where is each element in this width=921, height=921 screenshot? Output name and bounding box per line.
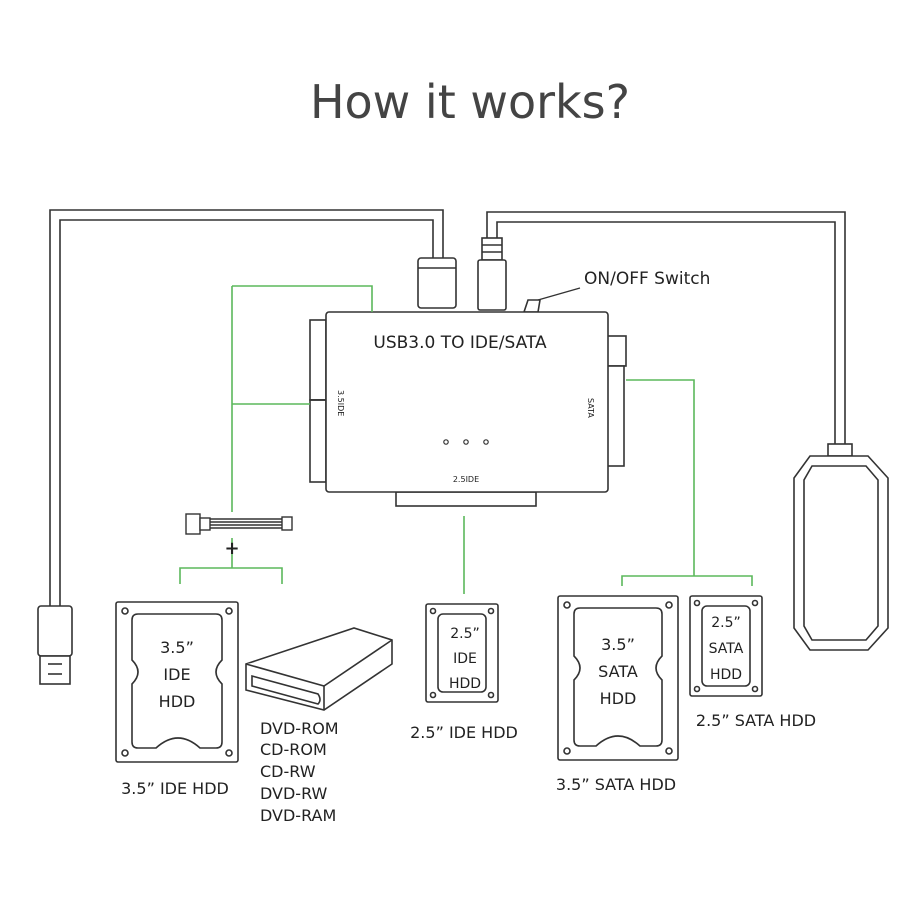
switch-leader-line <box>537 287 581 301</box>
adapter-label: USB3.0 TO IDE/SATA <box>373 333 547 353</box>
hdd-label-line: IDE <box>453 651 477 667</box>
hdd-icon <box>557 595 679 761</box>
hdd-label-line: HDD <box>600 689 637 708</box>
power-adapter-icon <box>793 443 889 651</box>
hdd-label-line: SATA <box>709 641 744 657</box>
page-title: How it works? <box>310 75 630 129</box>
drive-caption: 3.5” IDE HDD <box>121 779 229 798</box>
optical-caption-line: DVD-RW <box>260 784 328 803</box>
port-label-2-5ide: 2.5IDE <box>453 475 479 484</box>
optical-caption-line: DVD-ROM <box>260 719 339 738</box>
on-off-switch-icon <box>522 299 541 313</box>
usb-cable <box>49 209 444 606</box>
hdd-icon <box>115 601 239 763</box>
port-label-3-5ide: 3.5IDE <box>336 390 345 416</box>
switch-label: ON/OFF Switch <box>584 269 710 289</box>
status-leds <box>443 439 489 445</box>
usb-plug-icon <box>37 605 73 685</box>
hdd-label-line: 3.5” <box>160 638 194 657</box>
optical-caption-line: DVD-RAM <box>260 806 336 825</box>
plus-sign: + <box>224 538 239 559</box>
hdd-label-line: HDD <box>710 667 742 683</box>
connection-lines <box>179 285 753 594</box>
hdd-label-line: HDD <box>449 676 481 692</box>
hdd-label-line: 2.5” <box>711 615 741 631</box>
hdd-icon <box>689 595 763 697</box>
adapter-body <box>309 311 627 507</box>
hdd-label-line: 2.5” <box>450 626 480 642</box>
hdd-label-line: HDD <box>159 692 196 711</box>
drive-caption: 2.5” SATA HDD <box>696 711 816 730</box>
drive-caption: 2.5” IDE HDD <box>410 723 518 742</box>
hdd-label-line: 3.5” <box>601 635 635 654</box>
power-jack-icon <box>477 237 507 311</box>
usb-plug-icon <box>417 257 457 309</box>
optical-caption-line: CD-RW <box>260 762 316 781</box>
optical-caption-line: CD-ROM <box>260 740 327 759</box>
optical-drive-icon <box>245 627 393 711</box>
port-label-sata: SATA <box>586 398 595 418</box>
drive-caption: 3.5” SATA HDD <box>556 775 676 794</box>
hdd-label-line: IDE <box>163 665 190 684</box>
molex-cable-icon <box>185 513 293 535</box>
hdd-icon <box>425 603 499 703</box>
hdd-label-line: SATA <box>598 662 638 681</box>
